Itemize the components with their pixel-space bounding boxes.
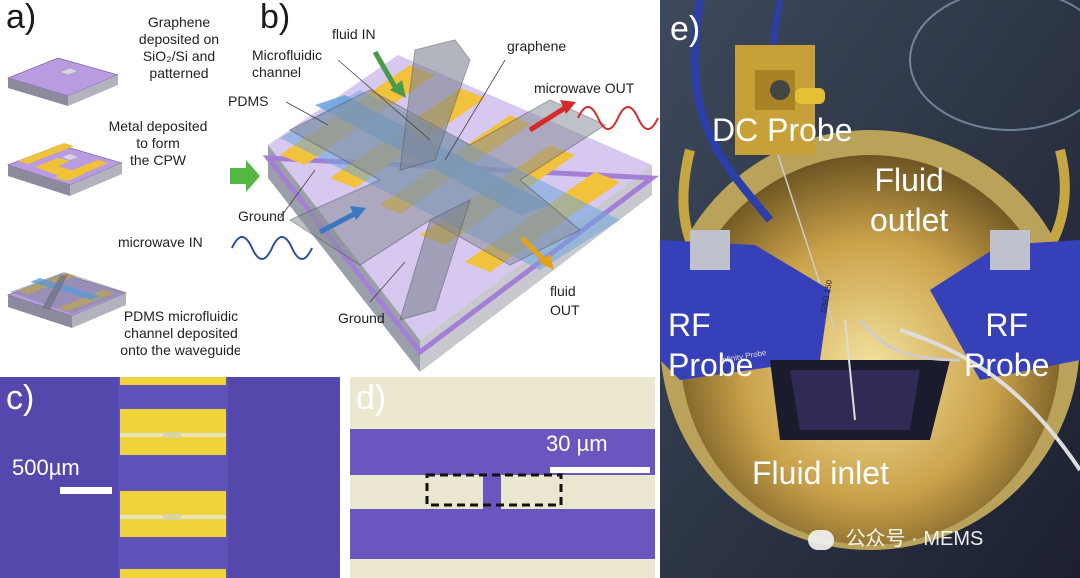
rf-left-line2: Probe [668,347,754,383]
fluid-out-arrow [520,236,554,270]
fluid-out-line1: fluid [550,283,576,299]
panel-e-photo [660,0,1080,578]
microwave-in-label-abs: microwave IN [118,234,203,250]
microwave-out-arrow [528,100,576,133]
rf-probe-right-label: RF Probe [964,305,1049,385]
fluid-inlet-label: Fluid inlet [752,455,889,491]
fluid-in-label: fluid IN [332,26,376,42]
panel-e-label: e) [670,10,701,48]
fluid-in-arrow [372,50,406,98]
microwave-in-arrow [230,160,260,192]
step3-line3: onto the waveguide [120,342,240,358]
panel-c-micrograph [0,377,340,578]
rf-right-line1: RF [985,307,1029,343]
fluid-out-line2: OUT [550,302,580,318]
ground-top-label: Ground [238,208,285,224]
pdms-label: PDMS [228,93,269,109]
step3-block [6,272,128,328]
step2-line1: Metal deposited [108,118,208,134]
watermark-text: 公众号 · MEMS [845,528,984,550]
wechat-icon [808,529,834,550]
step1-block [6,57,120,106]
step1-line2: deposited on [138,31,220,47]
fluid-outlet-line2: outlet [870,202,949,238]
step2-caption: Metal deposited to form the CPW [96,118,220,169]
microwave-in-wave [231,236,313,260]
scale-bar-c [60,487,112,494]
scale-c-label: 500µm [12,455,80,480]
step1-line3: SiO₂/Si and [142,48,216,64]
step2-line3: the CPW [129,152,186,168]
microfluidic-line1: Microfluidic [252,47,323,63]
step3-line2: channel deposited [124,325,238,341]
dc-probe-label: DC Probe [712,112,853,148]
panel-b: b) [220,0,660,375]
rf-left-line1: RF [668,307,711,343]
step3-line1: PDMS microfluidic [123,308,239,324]
graphene-label: graphene [507,38,567,54]
microwave-in-flow-arrow [318,206,366,235]
panel-b-device [230,39,660,372]
microfluidic-line2: channel [252,64,302,80]
panel-d: d) 30 µm [350,377,655,578]
watermark: 公众号 · MEMS [808,522,983,551]
panel-a-label: a) [6,0,37,36]
rf-right-line2: Probe [964,347,1050,383]
panel-e: e) DC Probe Fluid outlet RF Probe RF Pro… [660,0,1080,578]
step1-caption: Graphene deposited on SiO₂/Si and patter… [118,14,240,82]
panel-a: a) Grap [0,0,240,375]
fluid-outlet-line1: Fluid [874,162,944,198]
graphene-outline-box [425,473,563,507]
panel-a-illustrations [6,57,128,328]
rf-probe-left-label: RF Probe [668,305,753,385]
microfluidic-channel-label: Microfluidic channel [252,47,322,81]
fluid-outlet-label: Fluid outlet [870,160,948,240]
panel-c: c) 500µm [0,377,340,578]
panel-d-micrograph [350,377,655,578]
scale-d-label: 30 µm [546,431,608,456]
panel-b-label: b) [260,0,291,36]
panel-c-label: c) [6,379,35,417]
microwave-out-label: microwave OUT [534,80,635,96]
step3-caption: PDMS microfluidic channel deposited onto… [118,308,240,359]
step2-line2: to form [136,135,180,151]
step2-block [6,143,124,196]
step1-line1: Graphene [147,14,211,30]
step1-line4: patterned [149,65,209,81]
microwave-out-wave [577,106,659,130]
scale-bar-d [550,467,650,473]
ground-bottom-label: Ground [338,310,385,326]
fluid-out-label: fluid OUT [550,282,580,320]
panel-d-label: d) [356,379,387,417]
